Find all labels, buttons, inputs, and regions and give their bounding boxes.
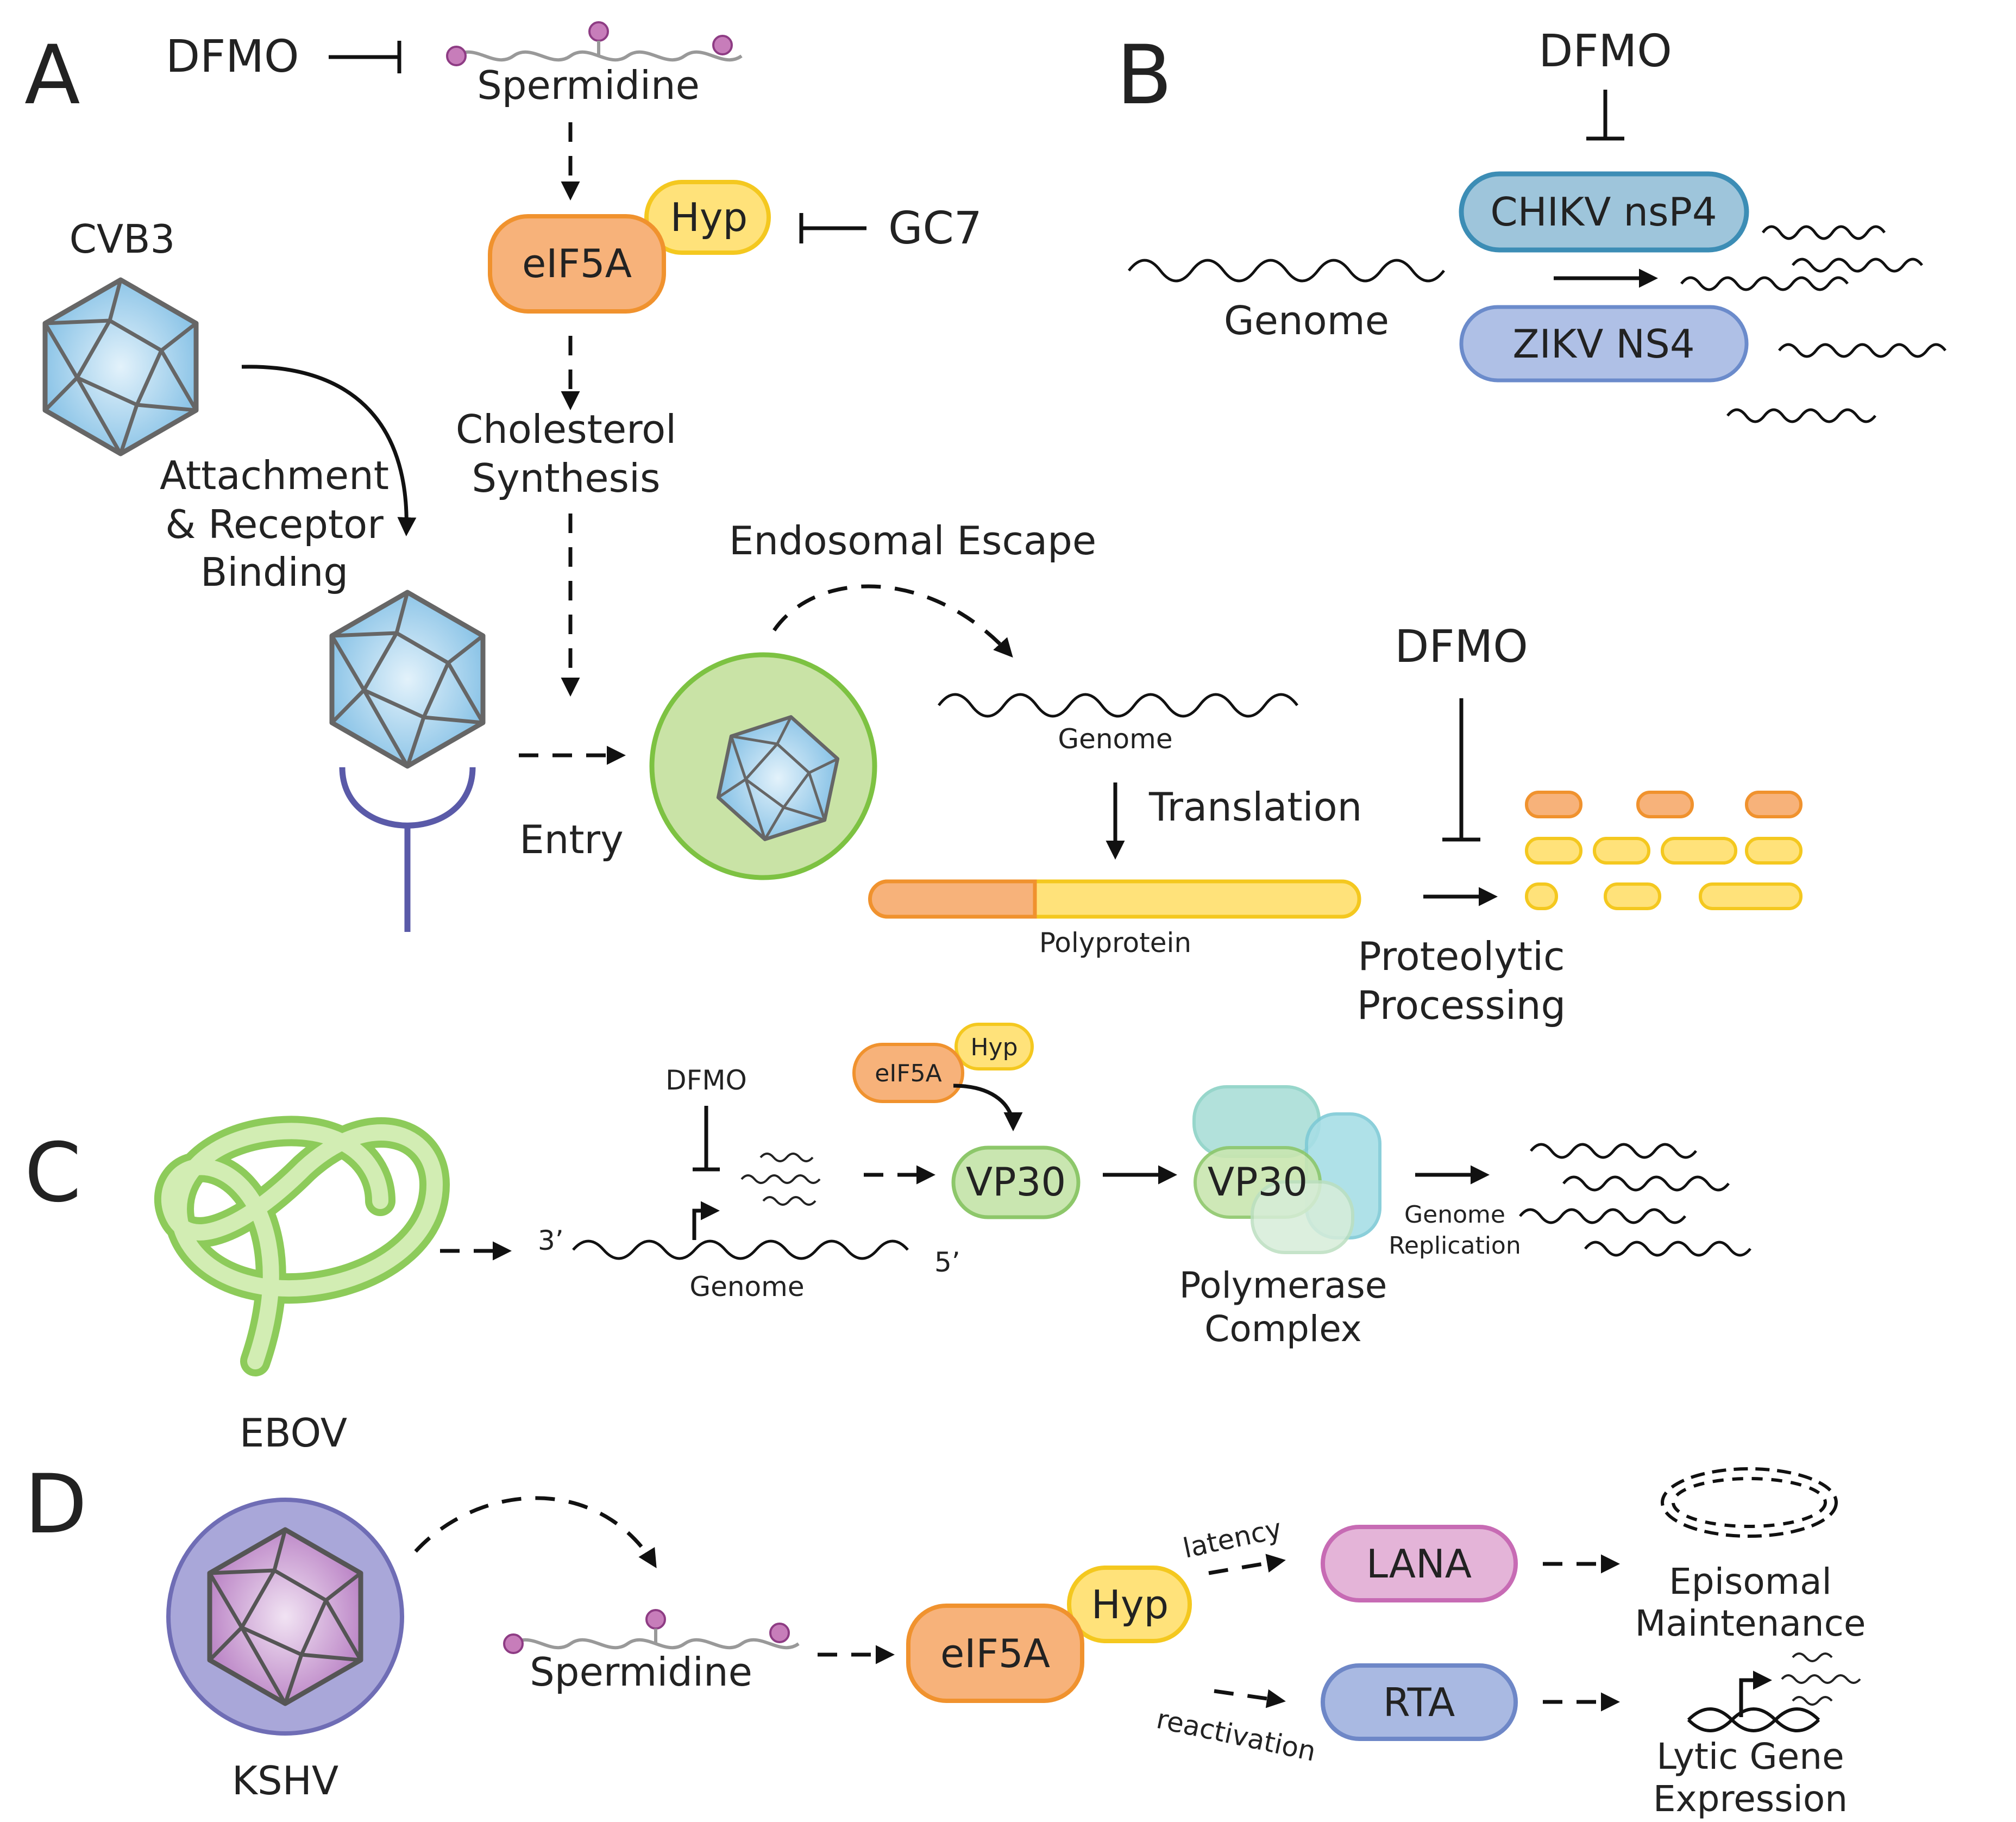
a-hyp-label: Hyp: [670, 195, 748, 240]
b-progeny-genomes: [1680, 225, 1946, 423]
a-eif5a-pill: [488, 214, 666, 314]
d-hyp-pill: [1067, 1566, 1192, 1643]
a-entry-label: Entry: [519, 817, 624, 862]
b-genome-wave-icon: [1128, 259, 1445, 283]
d-eif5a-pill: [906, 1604, 1084, 1703]
c-vp30-label: VP30: [966, 1159, 1066, 1205]
c-genome-wave-icon: [572, 1239, 909, 1260]
panel-letter-c: C: [24, 1126, 81, 1220]
panel-letter-d: D: [24, 1457, 87, 1552]
a-cholesterol-label-1: Cholesterol: [456, 406, 676, 452]
a-arrow-attachment: [241, 365, 417, 536]
panel-letter-a: A: [24, 28, 80, 123]
panel-c: EBOV 3’ 5’ Genome DFMO Hyp eIF5A VP30: [154, 1023, 1751, 1456]
a-translation-label: Translation: [1148, 784, 1362, 830]
a-hyp-pill: [644, 180, 771, 255]
c-replication-label-1: Genome: [1404, 1201, 1505, 1229]
c-replication-label-2: Replication: [1389, 1232, 1521, 1260]
panel-letter-b: B: [1116, 28, 1172, 123]
d-arrow-latency: [1208, 1554, 1286, 1575]
d-reactivation-label: reactivation: [1154, 1703, 1318, 1768]
panel-a: DFMO Spermidine Hyp eIF5A GC7 Cholestero…: [45, 22, 1803, 1028]
b-chikv-nsp4-label: CHIKV nsP4: [1490, 189, 1717, 235]
d-episomal-label-2: Maintenance: [1635, 1602, 1866, 1644]
a-genome-label: Genome: [1058, 723, 1172, 755]
b-zikv-ns4-label: ZIKV NS4: [1512, 321, 1694, 367]
d-spermidine-chain-icon: [504, 1610, 799, 1653]
panel-b: DFMO CHIKV nsP4 ZIKV NS4 Genome: [1128, 26, 1946, 423]
c-progeny-genomes: [1519, 1143, 1751, 1257]
a-dfmo-label: DFMO: [166, 31, 299, 83]
c-five-prime-label: 5’: [934, 1247, 960, 1278]
a-proteolytic-label-1: Proteolytic: [1358, 934, 1565, 979]
c-dfmo-label: DFMO: [665, 1065, 747, 1096]
d-lana-pill: [1321, 1525, 1518, 1602]
d-lytic-label-2: Expression: [1653, 1778, 1848, 1820]
c-ebov-filovirus-icon: [154, 1116, 450, 1376]
c-three-prime-label: 3’: [538, 1225, 564, 1256]
d-rta-pill: [1321, 1663, 1518, 1741]
a-attachment-label-1: Attachment: [160, 453, 389, 498]
c-genome-label: Genome: [689, 1271, 804, 1303]
a-bound-capsid-icon: [332, 592, 483, 766]
b-zikv-ns4-pill: [1459, 305, 1749, 383]
a-dfmo-2-label: DFMO: [1395, 621, 1528, 673]
d-promoter-arrow-icon: [1739, 1670, 1772, 1717]
d-latency-label: latency: [1180, 1513, 1285, 1564]
c-arrow-eif5a-vp30: [953, 1084, 1023, 1131]
a-cvb3-capsid-icon: [45, 280, 196, 454]
d-hyp-label: Hyp: [1091, 1582, 1169, 1627]
a-spermidine-chain-icon: [447, 22, 742, 65]
a-cholesterol-label-2: Synthesis: [472, 455, 660, 501]
d-spermidine-label: Spermidine: [530, 1649, 752, 1695]
d-kshv-label: KSHV: [232, 1758, 338, 1804]
d-lytic-dna-icon: [1687, 1707, 1820, 1732]
a-polyprotein-label: Polyprotein: [1039, 927, 1191, 959]
d-eif5a-label: eIF5A: [940, 1631, 1050, 1676]
a-genome-wave-icon: [938, 693, 1298, 718]
c-vp30-complex-label: VP30: [1208, 1159, 1308, 1205]
a-cvb3-label: CVB3: [70, 216, 175, 262]
a-attachment-label-3: Binding: [200, 549, 348, 595]
d-arrow-reactivation: [1214, 1689, 1286, 1708]
d-arrow-spermidine: [414, 1496, 657, 1568]
c-eif5a-pill: [852, 1043, 964, 1103]
c-eif5a-label: eIF5A: [875, 1060, 941, 1087]
b-genome-label: Genome: [1224, 298, 1389, 343]
d-lytic-transcripts: [1781, 1652, 1861, 1706]
d-episome-dna-icon: [1661, 1467, 1838, 1538]
c-mrna-transcripts: [740, 1153, 821, 1206]
a-arrow-endosomal-escape: [773, 584, 1013, 658]
a-cleaved-proteins: [1525, 791, 1803, 910]
a-polyprotein-segment: [868, 879, 1037, 919]
c-hyp-pill: [954, 1023, 1034, 1070]
b-chikv-nsp4-pill: [1459, 171, 1749, 253]
d-lana-label: LANA: [1366, 1541, 1472, 1587]
panel-d: KSHV Spermidine Hyp eIF5A latency reacti…: [166, 1467, 1866, 1820]
a-gc7-label: GC7: [888, 203, 982, 254]
c-hyp-label: Hyp: [970, 1034, 1018, 1061]
a-eif5a-label: eIF5A: [522, 241, 632, 286]
c-polymerase-complex-icon: [1192, 1085, 1381, 1254]
c-polymerase-label-1: Polymerase: [1179, 1264, 1387, 1306]
a-endosomal-escape-label: Endosomal Escape: [729, 518, 1096, 563]
d-episomal-label-1: Episomal: [1669, 1561, 1832, 1602]
c-promoter-arrow-icon: [692, 1201, 720, 1240]
a-proteolytic-label-2: Processing: [1357, 982, 1566, 1028]
a-attachment-label-2: & Receptor: [165, 502, 384, 547]
c-vp30-pill: [951, 1145, 1081, 1219]
b-dfmo-label: DFMO: [1538, 26, 1672, 77]
c-ebov-label: EBOV: [240, 1410, 347, 1456]
d-rta-label: RTA: [1383, 1680, 1455, 1725]
d-lytic-label-1: Lytic Gene: [1656, 1736, 1844, 1777]
a-spermidine-label: Spermidine: [477, 62, 700, 108]
c-polymerase-label-2: Complex: [1204, 1308, 1362, 1350]
a-receptor-icon: [339, 767, 476, 829]
